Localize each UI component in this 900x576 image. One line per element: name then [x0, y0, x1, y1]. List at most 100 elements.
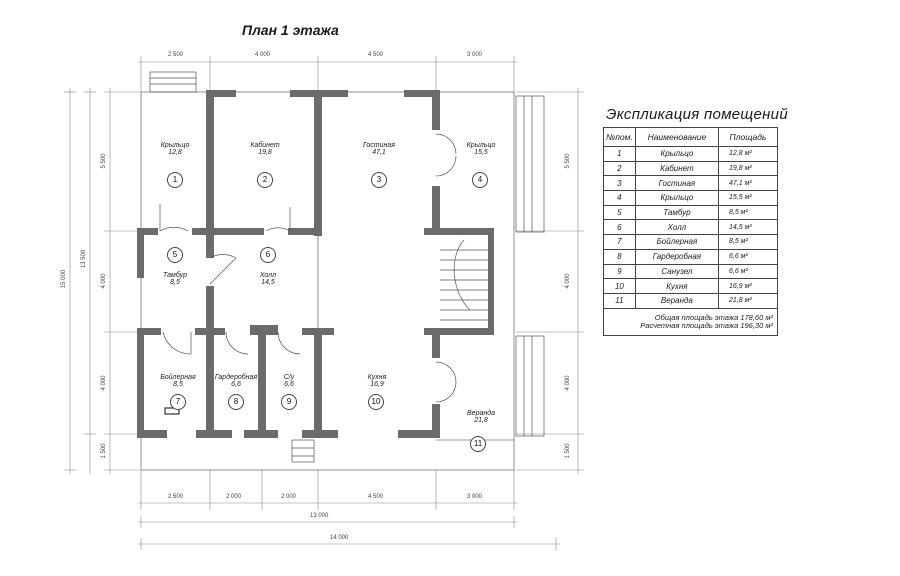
dim-right-4: 1 500: [565, 443, 571, 459]
dim-left-4: 1 500: [101, 443, 107, 459]
room-number-7: 7: [170, 394, 186, 410]
dim-top-1: 2 500: [168, 52, 184, 58]
room-number-11: 11: [470, 436, 486, 452]
dim-top-2: 4 000: [255, 52, 271, 58]
room-number-9: 9: [281, 394, 297, 410]
dim-bottom-2: 2 000: [226, 494, 242, 500]
dim-top-3: 4 500: [368, 52, 384, 58]
explication-header-row: №пом. Наименование Площадь: [603, 127, 778, 147]
row-name: Кухня: [634, 278, 720, 294]
dim-bottom-total-1: 13 000: [310, 513, 329, 519]
row-name: Холл: [634, 219, 720, 236]
dimension-lines: [64, 56, 584, 550]
room-number-1: 1: [167, 172, 183, 188]
total-floor-area: Общая площадь этажа 178,60 м²: [654, 312, 773, 322]
row-name: Бойлерная: [634, 234, 720, 250]
row-number: 9: [603, 263, 636, 280]
dim-left-3: 4 000: [101, 375, 107, 391]
row-number: 4: [603, 190, 636, 206]
room-number-5: 5: [167, 247, 183, 263]
row-number: 1: [603, 146, 636, 162]
row-number: 6: [603, 219, 636, 236]
row-name: Санузел: [634, 263, 720, 280]
row-name: Кабинет: [634, 160, 720, 177]
row-number: 3: [603, 175, 636, 192]
header-name: Наименование: [634, 127, 720, 147]
dim-bottom-5: 3 000: [467, 494, 483, 500]
explication-title: Экспликация помещений: [606, 106, 788, 123]
row-number: 5: [603, 204, 636, 221]
row-number: 10: [603, 278, 636, 294]
row-area: 21,8 м²: [718, 292, 778, 309]
row-area: 8,5 м²: [718, 204, 778, 221]
dim-left-outer: 15 000: [61, 269, 67, 289]
row-number: 7: [603, 234, 636, 250]
room-number-4: 4: [472, 172, 488, 188]
dim-right-3: 4 000: [565, 375, 571, 391]
row-area: 6,6 м²: [718, 248, 778, 265]
row-name: Гардеробная: [634, 248, 720, 265]
header-number: №пом.: [603, 127, 636, 147]
row-area: 19,8 м²: [718, 160, 778, 177]
walls: [137, 90, 494, 438]
row-area: 15,5 м²: [718, 190, 778, 206]
row-area: 47,1 м²: [718, 175, 778, 192]
dim-bottom-3: 2 000: [281, 494, 297, 500]
row-area: 12,8 м²: [718, 146, 778, 162]
room-number-3: 3: [371, 172, 387, 188]
dim-left-inner: 13 500: [81, 249, 87, 269]
row-number: 2: [603, 160, 636, 177]
row-name: Крыльцо: [634, 146, 720, 162]
dim-bottom-4: 4 500: [368, 494, 384, 500]
dim-top-4: 3 000: [467, 52, 483, 58]
row-area: 16,9 м²: [718, 278, 778, 294]
row-name: Тамбур: [634, 204, 720, 221]
doors: [149, 71, 545, 463]
dim-bottom-total-2: 14 000: [330, 535, 349, 541]
room-number-10: 10: [368, 394, 384, 410]
dim-right-1: 5 500: [565, 153, 571, 169]
dim-left-1: 5 500: [101, 153, 107, 169]
row-name: Веранда: [634, 292, 720, 309]
row-number: 11: [603, 292, 636, 309]
dim-bottom-1: 2 500: [168, 494, 184, 500]
header-area: Площадь: [718, 127, 778, 147]
row-name: Гостиная: [634, 175, 720, 192]
plan-title: План 1 этажа: [242, 22, 339, 38]
total-calc-area: Расчетная площадь этажа 196,30 м²: [640, 320, 773, 330]
row-area: 14,5 м²: [718, 219, 778, 236]
row-number: 8: [603, 248, 636, 265]
row-area: 6,6 м²: [718, 263, 778, 280]
dim-left-2: 4 000: [101, 273, 107, 289]
room-number-2: 2: [257, 172, 273, 188]
dim-right-2: 4 000: [565, 273, 571, 289]
row-area: 8,5 м²: [718, 234, 778, 250]
room-number-8: 8: [228, 394, 244, 410]
room-number-6: 6: [260, 247, 276, 263]
